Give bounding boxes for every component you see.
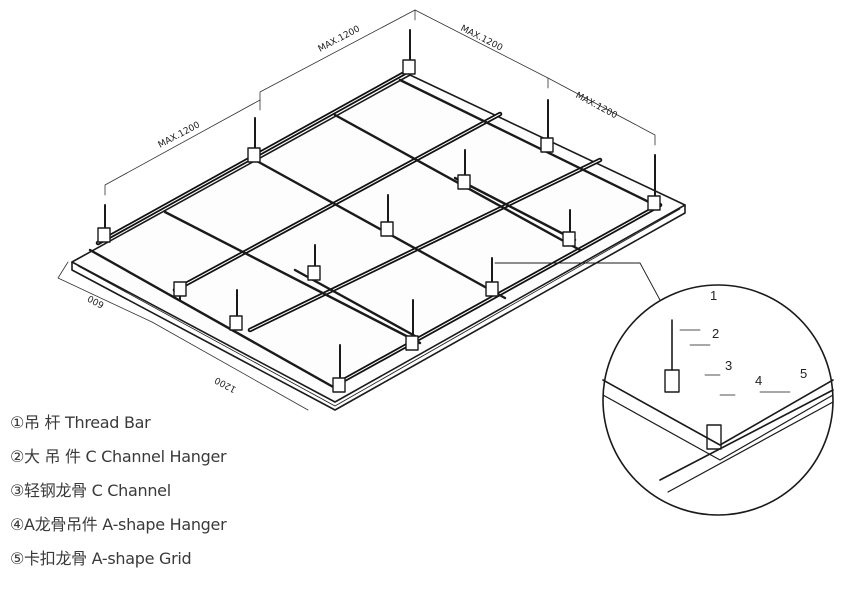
- cross-grids: [88, 78, 657, 390]
- callout-5: 5: [800, 366, 807, 381]
- thread-bars: [104, 29, 656, 381]
- legend-item-thread-bar: ①吊 杆 Thread Bar: [10, 413, 151, 432]
- callout-3: 3: [725, 358, 732, 373]
- ceiling-frame: [71, 74, 686, 411]
- callout-1: 1: [710, 288, 717, 303]
- legend-item-c-channel-hanger: ②大 吊 件 C Channel Hanger: [10, 447, 227, 466]
- callout-4: 4: [755, 373, 762, 388]
- dim-max-top-right: MAX.1200: [459, 24, 505, 54]
- legend-item-c-channel: ③轻钢龙骨 C Channel: [10, 481, 171, 500]
- legend-item-a-shape-hanger: ④A龙骨吊件 A-shape Hanger: [10, 515, 227, 534]
- detail-leader: [494, 262, 661, 301]
- hanger-blocks: [97, 59, 661, 393]
- dim-600: 600: [86, 292, 106, 309]
- dimension-lines: [57, 9, 656, 411]
- detail-view: [602, 284, 834, 516]
- legend: ①吊 杆 Thread Bar ②大 吊 件 C Channel Hanger …: [10, 406, 227, 576]
- dim-1200: 1200: [213, 374, 238, 394]
- dim-max-right: MAX.1200: [574, 91, 619, 121]
- legend-item-a-shape-grid: ⑤卡扣龙骨 A-shape Grid: [10, 549, 192, 568]
- callout-2: 2: [712, 326, 719, 341]
